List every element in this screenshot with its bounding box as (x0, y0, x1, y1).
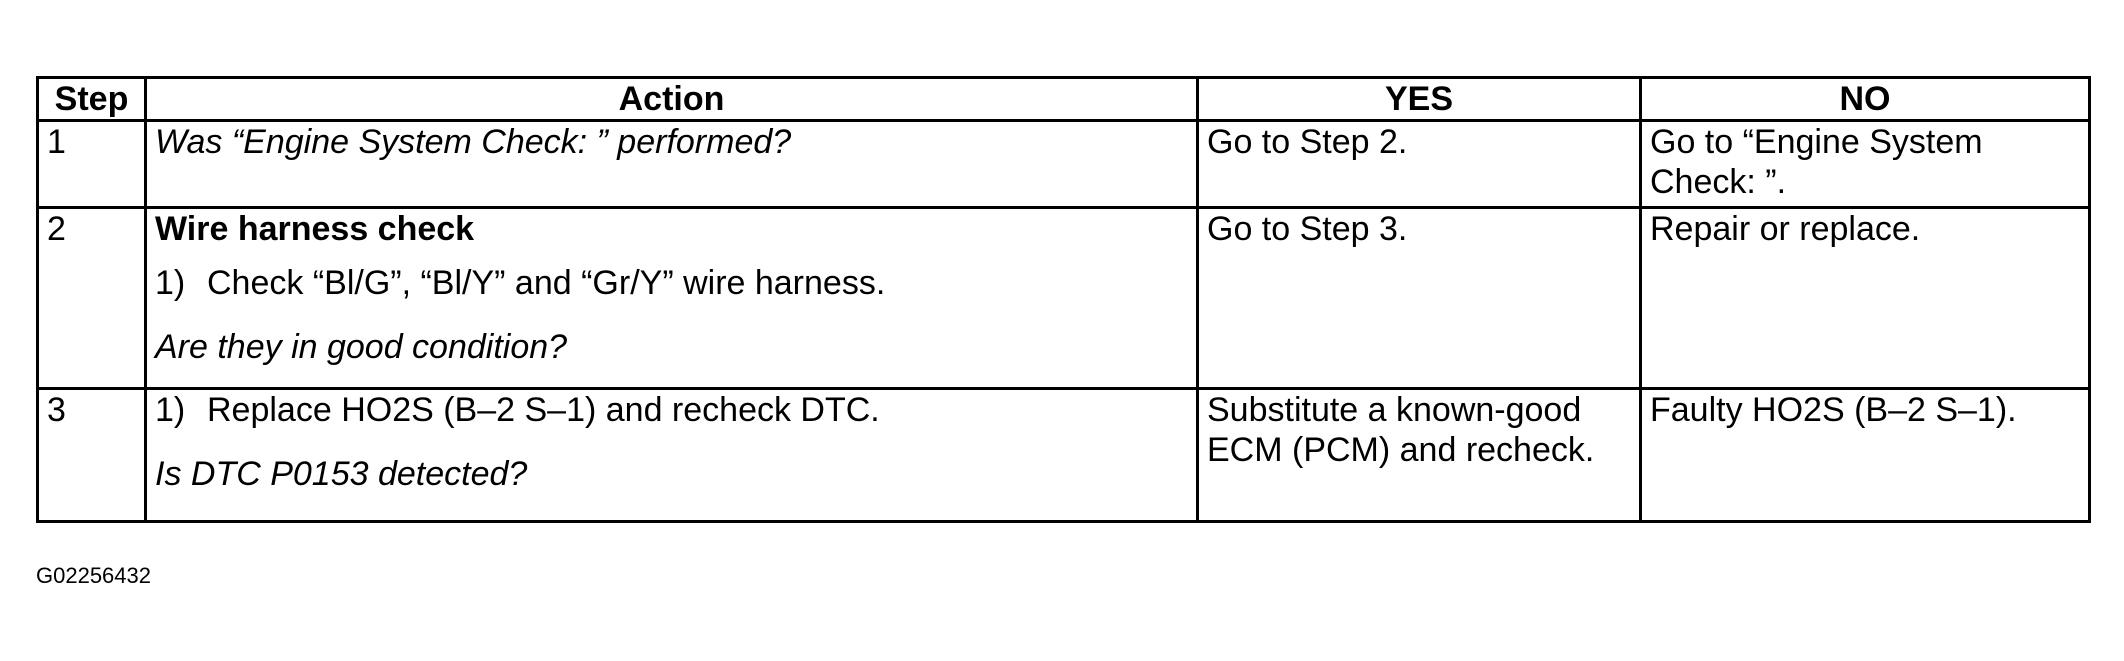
action-question: Was “Engine System Check: ” performed? (155, 123, 792, 161)
header-action: Action (144, 76, 1199, 122)
action-title: Wire harness check (155, 210, 475, 248)
table-header-row: Step Action YES NO (36, 76, 2091, 122)
step-number: 3 (36, 387, 147, 523)
yes-cell: Substitute a known-good ECM (PCM) and re… (1196, 387, 1642, 523)
yes-cell: Go to Step 2. (1196, 119, 1642, 209)
header-yes: YES (1196, 76, 1642, 122)
header-no: NO (1639, 76, 2091, 122)
no-cell: Faulty HO2S (B–2 S–1). (1639, 387, 2091, 523)
action-item: 1) Replace HO2S (B–2 S–1) and recheck DTC… (155, 390, 1188, 430)
action-cell: 1) Replace HO2S (B–2 S–1) and recheck DTC… (144, 387, 1199, 523)
table-row: 2 Wire harness check 1) Check “Bl/G”, “Bl… (36, 206, 2091, 390)
action-item-number: 1) (155, 391, 186, 429)
step-number: 2 (36, 206, 147, 390)
troubleshooting-table: Step Action YES NO 1 Was “Engine System … (36, 76, 2091, 523)
action-item: 1) Check “Bl/G”, “Bl/Y” and “Gr/Y” wire h… (155, 263, 1188, 303)
figure-id: G02256432 (36, 563, 151, 588)
header-step: Step (36, 76, 147, 122)
action-question: Are they in good condition? (155, 328, 568, 366)
table-row: 3 1) Replace HO2S (B–2 S–1) and recheck D… (36, 387, 2091, 523)
step-number: 1 (36, 119, 147, 209)
yes-cell: Go to Step 3. (1196, 206, 1642, 390)
action-item-text: Replace HO2S (B–2 S–1) and recheck DTC. (207, 391, 880, 429)
no-cell: Repair or replace. (1639, 206, 2091, 390)
table-row: 1 Was “Engine System Check: ” performed?… (36, 119, 2091, 209)
no-cell: Go to “Engine System Check: ”. (1639, 119, 2091, 209)
action-cell: Was “Engine System Check: ” performed? (144, 119, 1199, 209)
action-cell: Wire harness check 1) Check “Bl/G”, “Bl/Y… (144, 206, 1199, 390)
action-question: Is DTC P0153 detected? (155, 455, 528, 493)
action-item-number: 1) (155, 264, 186, 302)
action-item-text: Check “Bl/G”, “Bl/Y” and “Gr/Y” wire har… (207, 264, 886, 302)
